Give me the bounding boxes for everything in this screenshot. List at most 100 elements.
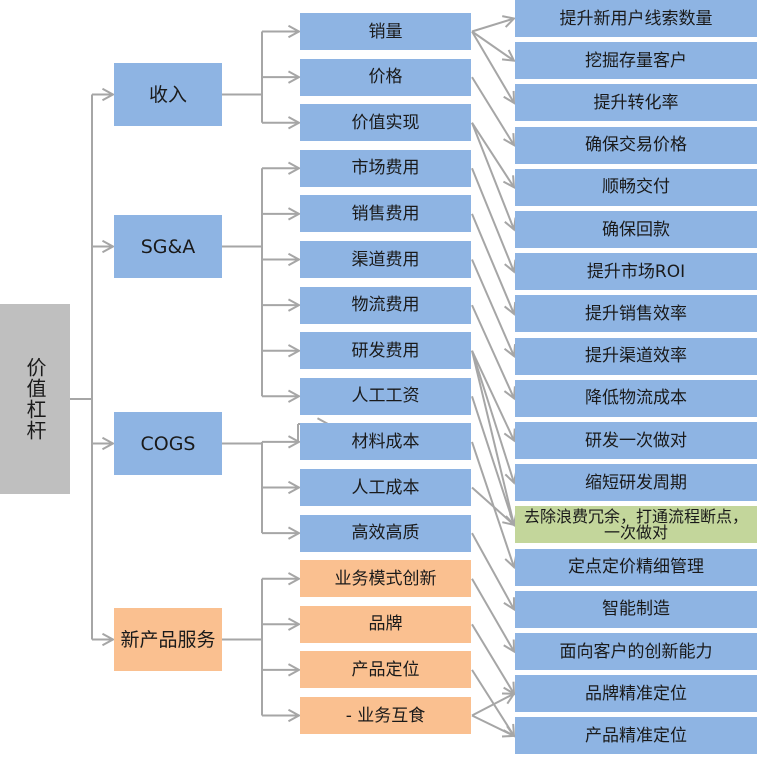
lever-node[interactable]: 业务模式创新 — [300, 560, 471, 598]
action-node[interactable]: 缩短研发周期 — [515, 464, 757, 502]
connector-arrow — [471, 122, 515, 230]
connector-arrow — [471, 395, 515, 526]
action-node[interactable]: 提升销售效率 — [515, 295, 757, 333]
lever-node[interactable]: 品牌 — [300, 605, 471, 643]
arrow-head-icon — [502, 15, 516, 28]
arrow-head-icon — [101, 632, 116, 647]
lever-label: 高效高质 — [351, 523, 420, 544]
arrow-head-icon — [287, 617, 302, 631]
lever-node[interactable]: 销量 — [300, 13, 471, 50]
connector-arrow — [471, 30, 515, 104]
lever-node[interactable]: 物流费用 — [300, 286, 471, 324]
lever-node[interactable]: 人工成本 — [300, 469, 471, 506]
lever-label: 渠道费用 — [351, 249, 420, 270]
action-label: 定点定价精细管理 — [568, 557, 704, 578]
root-node[interactable]: 价值杠杆 — [0, 304, 70, 494]
arrow-head-icon — [501, 692, 516, 705]
lever-node[interactable]: 价格 — [300, 58, 471, 96]
action-node[interactable]: 确保交易价格 — [515, 126, 757, 164]
connector-arrow — [471, 623, 515, 695]
action-label: 品牌精准定位 — [585, 683, 687, 704]
connector-arrow — [471, 350, 515, 484]
connector-arrow — [471, 76, 515, 146]
action-node[interactable]: 顺畅交付 — [515, 168, 757, 206]
lever-label: 业务模式创新 — [334, 568, 437, 589]
connector-arrow — [471, 714, 515, 737]
category-revenue[interactable]: 收入 — [114, 63, 222, 126]
action-node[interactable]: 提升转化率 — [515, 84, 757, 122]
lever-label: 物流费用 — [351, 295, 420, 316]
arrow-head-icon — [287, 298, 302, 312]
action-node[interactable]: 面向客户的创新能力 — [515, 633, 757, 670]
category-label: COGS — [140, 432, 196, 455]
action-node[interactable]: 去除浪费冗余，打通流程断点，一次做对 — [515, 506, 757, 544]
arrow-head-icon — [101, 87, 116, 102]
connector-arrow — [471, 304, 515, 399]
action-label: 研发一次做对 — [585, 430, 687, 451]
category-label: 新产品服务 — [120, 628, 216, 651]
action-label: 提升转化率 — [593, 92, 679, 113]
action-node[interactable]: 确保回款 — [515, 211, 757, 248]
connector-arrow — [471, 350, 515, 526]
arrow-head-icon — [504, 217, 517, 232]
arrow-head-icon — [287, 344, 302, 358]
lever-label: - 业务互食 — [345, 705, 426, 726]
arrow-head-icon — [287, 207, 302, 221]
action-label: 缩短研发周期 — [585, 472, 687, 493]
lever-label: 研发费用 — [351, 340, 420, 361]
action-label: 顺畅交付 — [602, 177, 670, 198]
lever-node[interactable]: 渠道费用 — [300, 241, 471, 278]
connector-arrow — [471, 17, 515, 33]
connector-arrow — [471, 578, 515, 652]
arrow-head-icon — [501, 49, 516, 62]
lever-node[interactable]: 价值实现 — [300, 104, 471, 142]
action-node[interactable]: 提升市场ROI — [515, 253, 757, 291]
arrow-head-icon — [287, 572, 302, 586]
category-sga[interactable]: SG&A — [114, 215, 222, 278]
action-label: 提升渠道效率 — [585, 346, 687, 367]
lever-node[interactable]: 材料成本 — [300, 423, 471, 461]
category-label: SG&A — [140, 235, 196, 258]
action-node[interactable]: 提升渠道效率 — [515, 337, 757, 375]
lever-label: 产品定位 — [351, 659, 420, 680]
arrow-head-icon — [287, 663, 302, 677]
lever-node[interactable]: 市场费用 — [300, 149, 471, 187]
action-node[interactable]: 挖掘存量客户 — [515, 42, 757, 80]
action-label: 提升市场ROI — [586, 261, 686, 282]
category-label: 收入 — [148, 83, 187, 106]
action-node[interactable]: 研发一次做对 — [515, 422, 757, 459]
action-node[interactable]: 提升新用户线索数量 — [515, 0, 757, 37]
connector-arrow — [471, 532, 515, 610]
connector-arrow — [471, 122, 515, 188]
category-new-product-service[interactable]: 新产品服务 — [114, 608, 222, 671]
connector-arrow — [471, 350, 515, 441]
action-label: 提升新用户线索数量 — [559, 8, 713, 29]
lever-node[interactable]: 人工工资 — [300, 377, 471, 415]
arrow-head-icon — [502, 175, 516, 190]
action-node[interactable]: 定点定价精细管理 — [515, 548, 757, 586]
lever-label: 材料成本 — [351, 431, 420, 452]
lever-label: 销量 — [368, 21, 403, 42]
category-cogs[interactable]: COGS — [114, 412, 222, 475]
arrow-head-icon — [502, 513, 516, 527]
arrow-head-icon — [503, 90, 516, 105]
lever-node[interactable]: - 业务互食 — [300, 697, 471, 734]
lever-label: 市场费用 — [351, 158, 420, 179]
connector-arrow — [471, 259, 515, 357]
arrow-head-icon — [287, 24, 302, 39]
action-label: 降低物流成本 — [585, 388, 687, 409]
lever-node[interactable]: 高效高质 — [300, 514, 471, 552]
arrow-head-icon — [503, 133, 516, 147]
connector-arrow — [471, 692, 515, 717]
lever-node[interactable]: 产品定位 — [300, 651, 471, 689]
action-node[interactable]: 品牌精准定位 — [515, 675, 757, 713]
arrow-head-icon — [287, 480, 302, 495]
lever-node[interactable]: 研发费用 — [300, 332, 471, 370]
action-node[interactable]: 降低物流成本 — [515, 379, 757, 417]
arrow-head-icon — [503, 301, 517, 316]
lever-node[interactable]: 销售费用 — [300, 195, 471, 233]
action-node[interactable]: 产品精准定位 — [515, 717, 757, 755]
lever-label: 人工成本 — [351, 477, 420, 498]
action-node[interactable]: 智能制造 — [515, 590, 757, 628]
